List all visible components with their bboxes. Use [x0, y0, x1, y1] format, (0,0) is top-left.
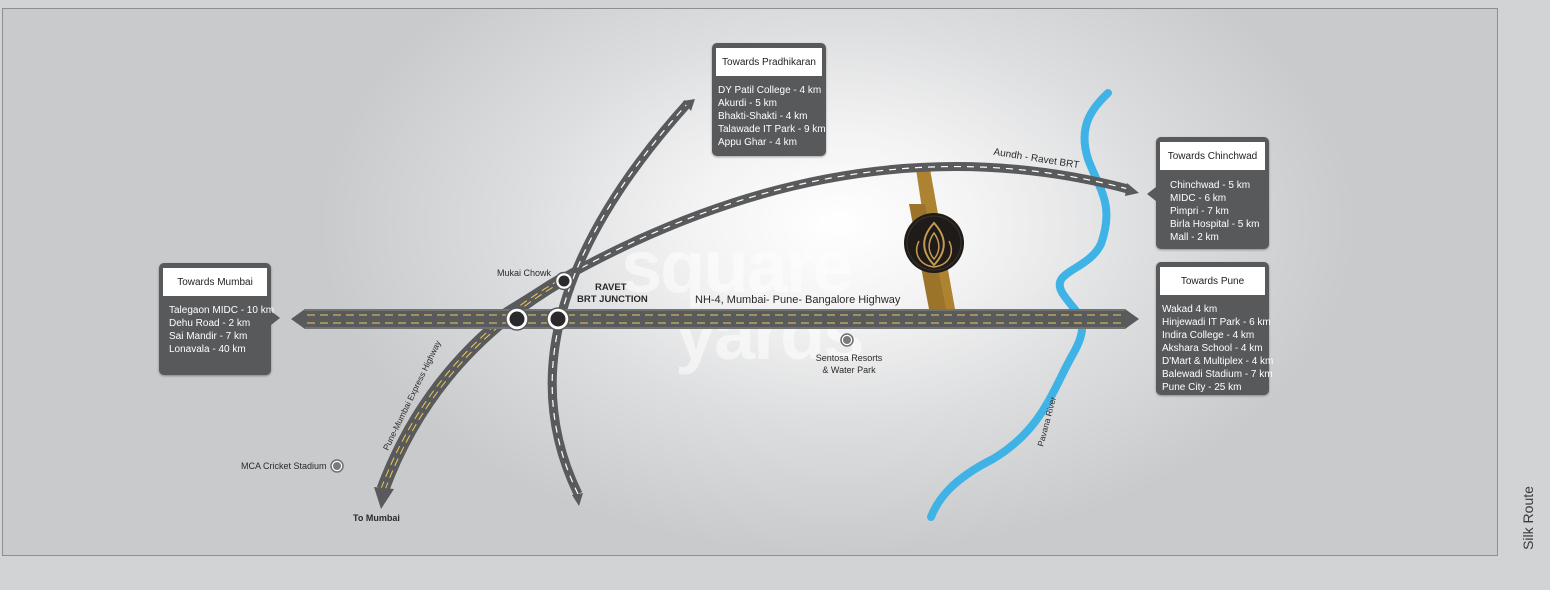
list-item: Lonavala - 40 km [169, 344, 246, 355]
list-item: DY Patil College - 4 km [718, 85, 822, 96]
list-item: Akurdi - 5 km [718, 98, 777, 109]
mca-stadium-label: MCA Cricket Stadium [241, 461, 327, 471]
highway-label: NH-4, Mumbai- Pune- Bangalore Highway [695, 294, 901, 306]
list-item: Sai Mandir - 7 km [169, 331, 248, 342]
watermark-square: square [621, 225, 854, 308]
list-item: Birla Hospital - 5 km [1170, 219, 1260, 230]
location-map: square yards [2, 8, 1498, 556]
junction-label-line1: RAVET [595, 282, 627, 293]
nh4-highway [291, 309, 1139, 329]
callout-towards-mumbai: Towards Mumbai Talegaon MIDC - 10 km Deh… [159, 263, 280, 375]
callout-title: Towards Pradhikaran [716, 48, 822, 76]
list-item: Appu Ghar - 4 km [718, 137, 797, 148]
list-item: Dehu Road - 2 km [169, 318, 251, 329]
list-item: MIDC - 6 km [1170, 193, 1227, 204]
sentosa-label-line2: & Water Park [822, 365, 876, 375]
pune-mumbai-expressway [374, 273, 567, 509]
list-item: Talegaon MIDC - 10 km [169, 305, 275, 316]
watermark-yards: yards [675, 292, 864, 375]
callout-pointer [1147, 187, 1156, 201]
list-item: Balewadi Stadium - 7 km [1162, 369, 1273, 380]
junction-label-line2: BRT JUNCTION [577, 294, 648, 305]
pavana-river [927, 89, 1112, 521]
list-item: Mall - 2 km [1170, 232, 1219, 243]
list-item: Talawade IT Park - 9 km [718, 124, 826, 135]
to-mumbai-label: To Mumbai [353, 513, 400, 523]
list-item: Indira College - 4 km [1162, 330, 1255, 341]
distance-list: DY Patil College - 4 km Akurdi - 5 km Bh… [718, 84, 826, 149]
map-canvas: Aundh - Ravet BRT NH-4, Mumbai- Pune- Ba… [241, 89, 1139, 523]
callout-towards-pune: Towards Pune Wakad 4 km Hinjewadi IT Par… [1156, 262, 1273, 395]
callout-pointer [271, 311, 280, 325]
callout-title: Towards Chinchwad [1160, 142, 1265, 170]
junction-node-ravet [546, 307, 570, 331]
distance-list: Chinchwad - 5 km MIDC - 6 km Pimpri - 7 … [1170, 179, 1259, 244]
list-item: Chinchwad - 5 km [1170, 180, 1251, 191]
callout-title: Towards Mumbai [163, 268, 267, 296]
sentosa-label-line1: Sentosa Resorts [816, 353, 883, 363]
mca-stadium-marker [330, 459, 344, 473]
project-name-vertical-label: Silk Route [1520, 486, 1536, 550]
mukai-chowk-label: Mukai Chowk [497, 268, 552, 278]
list-item: D'Mart & Multiplex - 4 km [1162, 356, 1274, 367]
list-item: Pune City - 25 km [1162, 382, 1242, 393]
junction-node-west [505, 307, 529, 331]
junction-node-mukai-chowk [554, 271, 574, 291]
distance-list: Wakad 4 km Hinjewadi IT Park - 6 km Indi… [1162, 303, 1273, 394]
distance-list: Talegaon MIDC - 10 km Dehu Road - 2 km S… [169, 304, 274, 356]
list-item: Wakad 4 km [1162, 304, 1218, 315]
callout-towards-chinchwad: Towards Chinchwad Chinchwad - 5 km MIDC … [1147, 137, 1269, 249]
list-item: Pimpri - 7 km [1170, 206, 1229, 217]
list-item: Bhakti-Shakti - 4 km [718, 111, 808, 122]
list-item: Hinjewadi IT Park - 6 km [1162, 317, 1271, 328]
list-item: Akshara School - 4 km [1162, 343, 1263, 354]
callout-towards-pradhikaran: Towards Pradhikaran DY Patil College - 4… [712, 43, 826, 156]
sentosa-location-marker [840, 333, 854, 347]
project-logo-icon [904, 213, 964, 273]
aundh-ravet-brt-road [500, 162, 1139, 318]
callout-title: Towards Pune [1160, 267, 1265, 295]
